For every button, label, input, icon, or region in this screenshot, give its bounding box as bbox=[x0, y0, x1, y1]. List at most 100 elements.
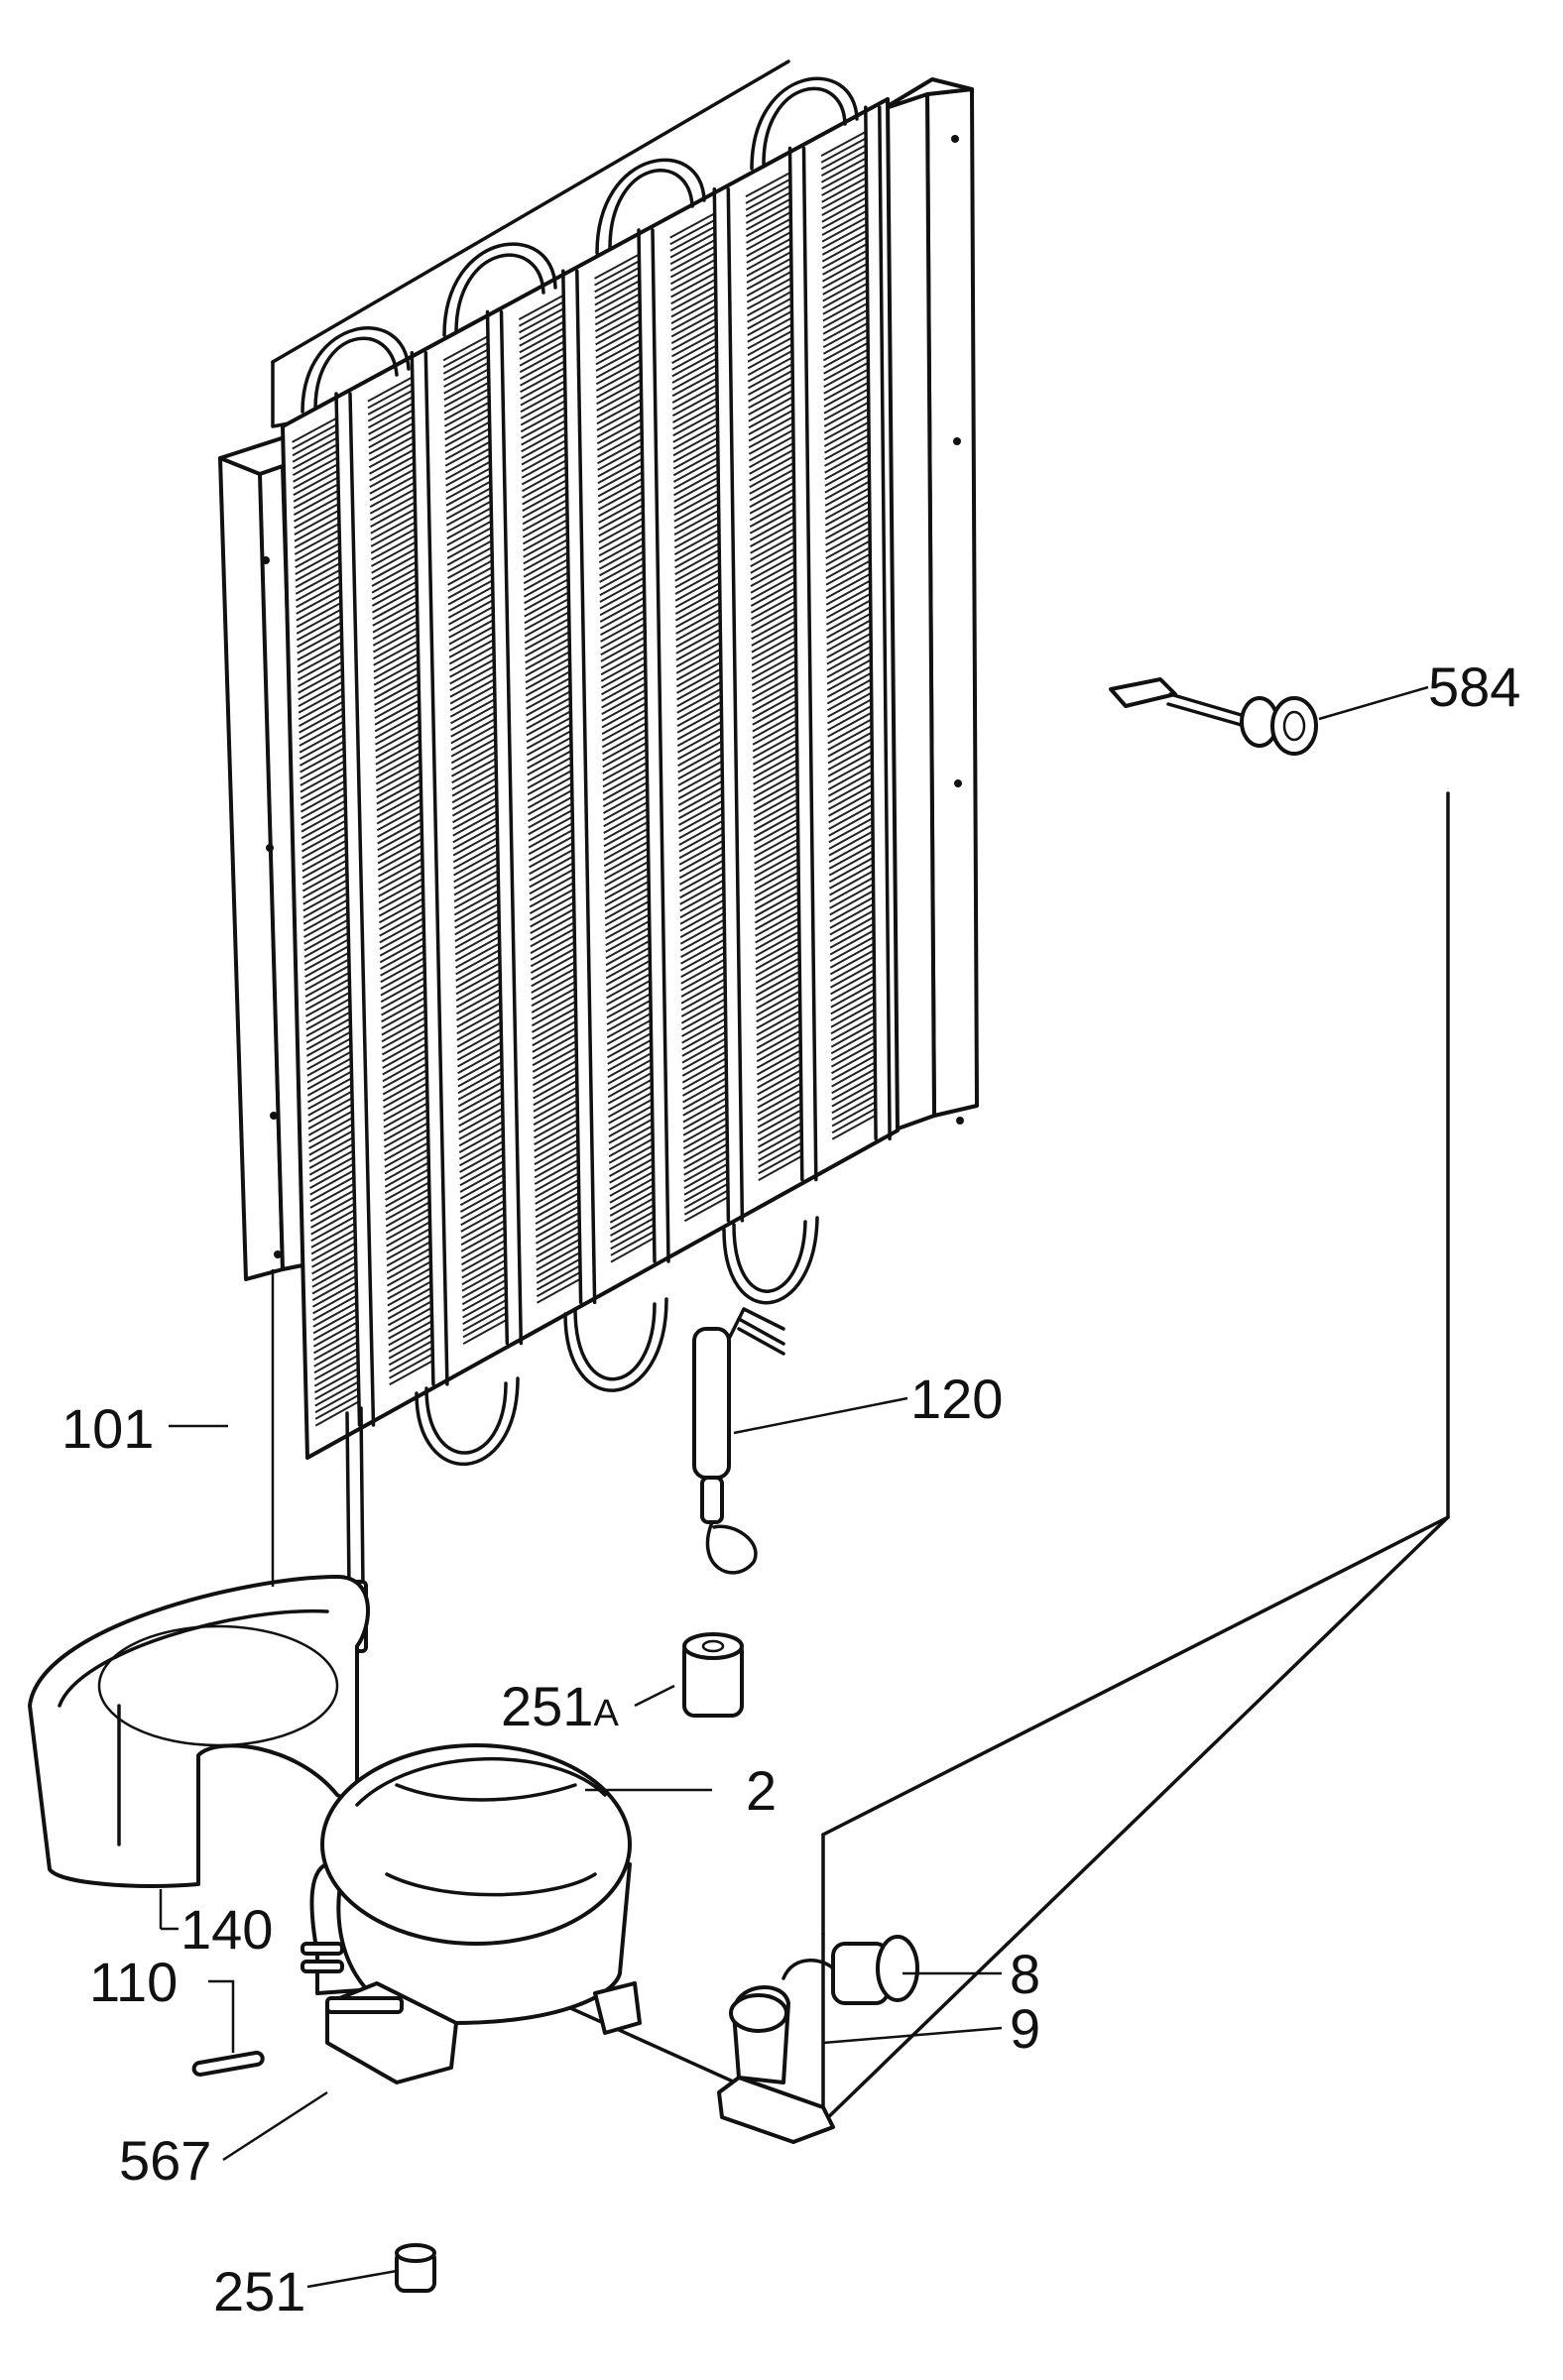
fin-line bbox=[442, 341, 490, 368]
fin-line bbox=[461, 1258, 508, 1286]
fin-line bbox=[755, 943, 801, 970]
fin-line bbox=[532, 1013, 578, 1040]
fin-line bbox=[525, 676, 572, 703]
fin-line bbox=[458, 1100, 505, 1128]
fin-line bbox=[447, 565, 494, 593]
fin-line bbox=[601, 675, 648, 702]
fin-line bbox=[610, 1210, 656, 1237]
fin-line bbox=[530, 934, 576, 961]
fin-line bbox=[521, 452, 568, 479]
fin-line bbox=[605, 939, 652, 966]
fin-line bbox=[678, 819, 725, 846]
fin-line bbox=[306, 1050, 353, 1077]
fin-line bbox=[755, 956, 801, 984]
fin-line bbox=[598, 524, 645, 550]
fin-line bbox=[376, 804, 423, 832]
fin-line bbox=[534, 1119, 579, 1145]
fin-line bbox=[309, 1169, 356, 1196]
fin-line bbox=[826, 639, 873, 665]
fin-line bbox=[301, 825, 348, 853]
fin-line bbox=[606, 992, 653, 1019]
fin-line bbox=[297, 621, 343, 649]
fin-line bbox=[376, 797, 422, 825]
fin-line bbox=[597, 477, 645, 505]
fin-line bbox=[821, 170, 868, 196]
fin-line bbox=[443, 387, 491, 415]
fin-line bbox=[830, 1014, 877, 1041]
fin-line bbox=[745, 178, 792, 204]
fin-line bbox=[453, 876, 500, 902]
fin-line bbox=[828, 850, 875, 877]
bracket-holes bbox=[262, 135, 964, 1258]
fin-line bbox=[380, 976, 426, 1004]
fin-line bbox=[754, 851, 800, 878]
fin-line bbox=[372, 620, 420, 647]
fin-line bbox=[461, 1278, 508, 1306]
fin-line bbox=[303, 944, 350, 972]
fin-line bbox=[829, 895, 876, 923]
fin-line bbox=[453, 869, 500, 896]
fin-line bbox=[829, 902, 876, 929]
fin-line bbox=[522, 512, 569, 538]
fin-line bbox=[454, 902, 501, 929]
fin-line bbox=[825, 565, 872, 593]
fin-line bbox=[377, 824, 423, 852]
fin-line bbox=[453, 849, 500, 877]
fin-line bbox=[293, 489, 340, 516]
fin-line bbox=[303, 931, 350, 958]
fin-line bbox=[607, 1084, 654, 1112]
fin-line bbox=[523, 537, 569, 565]
fin-line bbox=[304, 991, 351, 1017]
fin-line bbox=[830, 1027, 877, 1055]
fin-line bbox=[830, 1002, 877, 1028]
fin-line bbox=[305, 1011, 352, 1037]
fin-line bbox=[749, 514, 796, 541]
fin-line bbox=[672, 416, 719, 443]
fin-line bbox=[383, 1095, 429, 1122]
fin-line bbox=[457, 1054, 504, 1081]
fin-line bbox=[526, 716, 572, 743]
fin-line bbox=[302, 885, 349, 912]
fin-line bbox=[597, 430, 644, 458]
fin-line bbox=[610, 1236, 657, 1263]
tube-line bbox=[575, 269, 597, 1305]
fin-line bbox=[823, 394, 871, 421]
tube-line bbox=[423, 351, 449, 1386]
fin-line bbox=[609, 1157, 655, 1184]
fin-line bbox=[373, 640, 420, 666]
fin-line bbox=[674, 568, 721, 595]
fin-line bbox=[520, 386, 567, 414]
fin-line bbox=[820, 157, 868, 183]
fin-line bbox=[448, 618, 495, 646]
fin-line bbox=[828, 856, 875, 884]
fin-line bbox=[824, 480, 871, 507]
fin-line bbox=[531, 994, 577, 1020]
fin-line bbox=[447, 572, 494, 599]
fin-line bbox=[533, 1059, 578, 1087]
fin-line bbox=[599, 549, 646, 577]
fin-line bbox=[313, 1327, 359, 1355]
fin-line bbox=[821, 189, 868, 216]
fin-line bbox=[380, 970, 426, 997]
fin-line bbox=[826, 684, 873, 712]
fin-line bbox=[602, 774, 649, 801]
fin-line bbox=[669, 251, 717, 279]
fin-line bbox=[827, 744, 874, 771]
leader-lines bbox=[159, 685, 1429, 2289]
fin-line bbox=[458, 1120, 505, 1147]
fin-line bbox=[374, 699, 421, 726]
fin-line bbox=[536, 1250, 582, 1278]
fin-line bbox=[830, 975, 876, 1002]
fin-line bbox=[748, 396, 794, 422]
fin-line bbox=[758, 1154, 803, 1181]
fin-line bbox=[605, 912, 652, 940]
callout-110: 110 bbox=[89, 1951, 178, 2013]
fin-line bbox=[452, 796, 499, 824]
fin-line bbox=[530, 907, 576, 934]
fin-line bbox=[595, 338, 643, 366]
fin-line bbox=[750, 553, 796, 581]
fin-line bbox=[606, 1025, 653, 1052]
fin-line bbox=[461, 1285, 508, 1312]
fin-line bbox=[375, 739, 421, 766]
fin-line bbox=[313, 1334, 359, 1361]
